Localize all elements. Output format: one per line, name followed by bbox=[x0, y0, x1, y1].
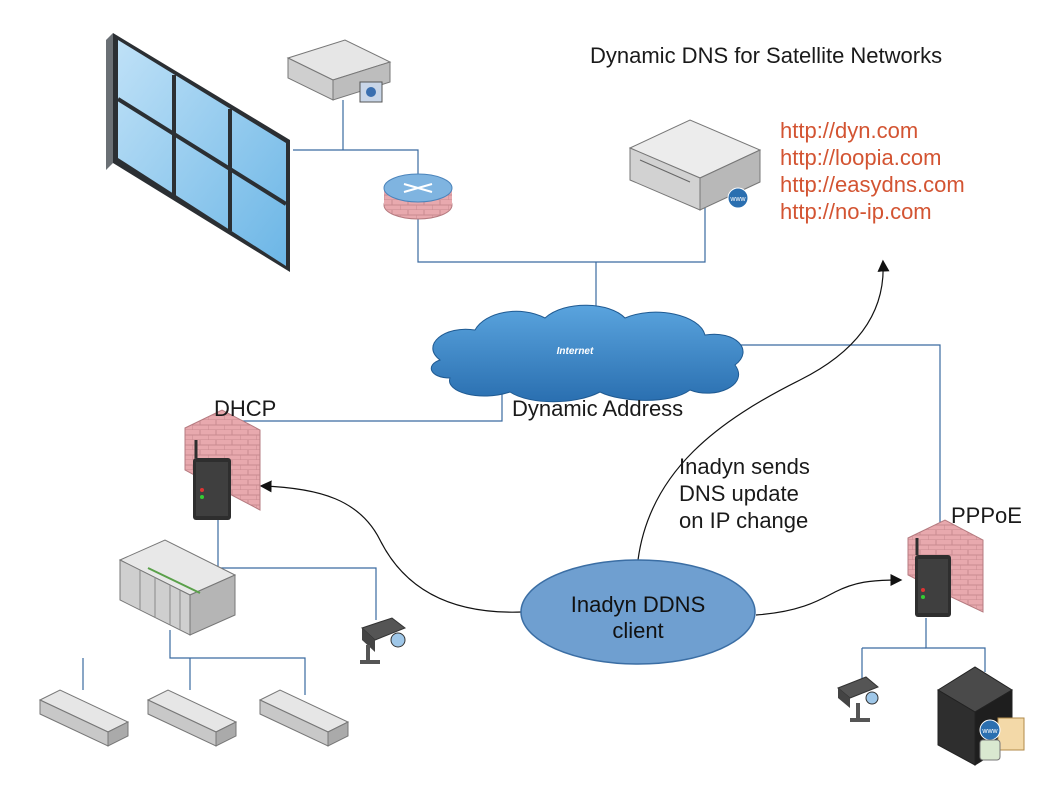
update-note-line: Inadyn sends bbox=[679, 454, 810, 479]
link-firewall-plc bbox=[217, 520, 377, 620]
update-note-line: DNS update bbox=[679, 481, 799, 506]
dhcp-label: DHCP bbox=[214, 396, 277, 421]
diagram-title: Dynamic DNS for Satellite Networks bbox=[590, 43, 943, 68]
dns-server-icon: www bbox=[628, 119, 762, 211]
link-dhcp-internet bbox=[220, 393, 503, 422]
flow-client-to-dhcp bbox=[259, 480, 523, 613]
link-plc-bus bbox=[169, 630, 306, 695]
firewall-modem-icon bbox=[907, 519, 984, 617]
link-pppoe-camera bbox=[861, 647, 926, 680]
link-wall-router bbox=[293, 149, 419, 185]
provider-link[interactable]: http://no-ip.com bbox=[780, 199, 932, 224]
client-label: Inadyn DDNS client bbox=[520, 592, 756, 644]
server-icon bbox=[286, 39, 392, 103]
update-note: Inadyn sends DNS update on IP change bbox=[679, 453, 810, 534]
flow-client-to-pppoe bbox=[755, 574, 903, 616]
tower-server-icon: www bbox=[937, 666, 1025, 766]
link-router-internet bbox=[417, 208, 706, 263]
client-label-line: Inadyn DDNS bbox=[570, 592, 706, 617]
io-module-icon bbox=[38, 689, 350, 747]
provider-link[interactable]: http://dyn.com bbox=[780, 118, 919, 143]
inadyn-client-ellipse bbox=[520, 559, 756, 665]
dynamic-address-label: Dynamic Address bbox=[512, 396, 684, 421]
provider-link[interactable]: http://loopia.com bbox=[780, 145, 942, 170]
camera-icon bbox=[837, 676, 879, 722]
client-label-line: client bbox=[612, 618, 664, 643]
camera-icon bbox=[360, 617, 407, 664]
pppoe-label: PPPoE bbox=[951, 503, 1022, 528]
router-icon bbox=[383, 173, 453, 220]
link-internet-pppoe bbox=[740, 344, 941, 535]
internet-label: Internet bbox=[556, 346, 594, 357]
internet-cloud-icon bbox=[430, 304, 744, 403]
flow-client-to-dns bbox=[637, 259, 890, 561]
update-note-line: on IP change bbox=[679, 508, 809, 533]
plc-rack-icon bbox=[118, 539, 237, 636]
update-flows bbox=[259, 259, 903, 616]
firewall-modem-icon bbox=[184, 409, 261, 520]
video-wall-icon bbox=[106, 33, 290, 272]
link-pppoe-devices bbox=[925, 618, 986, 672]
svg-text:www: www bbox=[729, 196, 746, 203]
svg-text:www: www bbox=[981, 728, 998, 735]
provider-link[interactable]: http://easydns.com bbox=[780, 172, 965, 197]
